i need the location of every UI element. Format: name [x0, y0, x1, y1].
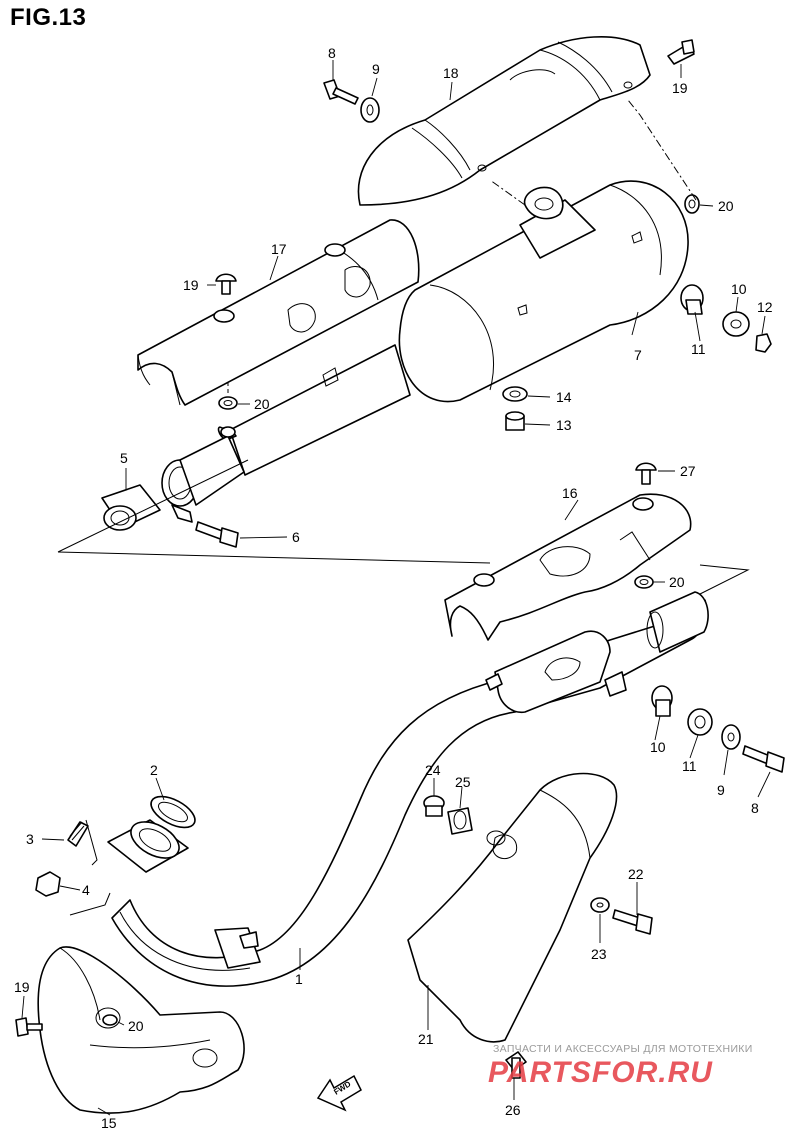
pipe-clamp[interactable]	[161, 426, 245, 523]
callout-12: 12	[757, 299, 773, 315]
heat-shield-17[interactable]	[137, 219, 420, 406]
callout-9-top: 9	[372, 61, 380, 77]
bolt-19-mid[interactable]	[215, 273, 237, 295]
callout-13: 13	[556, 417, 572, 433]
callout-26: 26	[505, 1102, 521, 1118]
fwd-arrow: FWD	[316, 1074, 362, 1112]
callout-20-bottom: 20	[128, 1018, 144, 1034]
callout-11-top: 11	[691, 341, 706, 357]
callout-9-bottom: 9	[717, 782, 725, 798]
washer-9-bottom[interactable]	[721, 724, 741, 750]
collar-11-top[interactable]	[680, 284, 704, 315]
callout-1: 1	[295, 971, 303, 987]
bolt-27[interactable]	[635, 462, 657, 485]
figure-title: FIG.13	[10, 4, 87, 31]
callout-5: 5	[120, 450, 128, 466]
watermark-caption: ЗАПЧАСТИ И АКСЕССУАРЫ ДЛЯ МОТОТЕХНИКИ	[493, 1043, 753, 1055]
callout-18: 18	[443, 65, 459, 81]
heat-shield-15[interactable]	[37, 946, 245, 1114]
nut-12[interactable]	[755, 333, 772, 353]
heat-shield-16[interactable]	[444, 493, 692, 641]
callout-3: 3	[26, 831, 34, 847]
callout-15: 15	[101, 1115, 117, 1131]
bolt-8-bottom[interactable]	[742, 745, 785, 773]
callout-11-bottom: 11	[682, 758, 697, 774]
washer-9-top[interactable]	[360, 97, 380, 123]
bolt-19-top[interactable]	[667, 39, 695, 65]
damper-10-top[interactable]	[722, 311, 750, 337]
callout-24: 24	[425, 762, 441, 778]
muffler-7[interactable]	[217, 180, 689, 476]
heat-shield-21[interactable]	[407, 772, 618, 1043]
bolt-26[interactable]	[505, 1051, 527, 1079]
exhaust-pipe-1[interactable]	[111, 591, 709, 987]
grommet-20-left[interactable]	[218, 396, 238, 410]
flange[interactable]	[107, 815, 189, 873]
bolt-22[interactable]	[612, 909, 653, 935]
callout-4: 4	[82, 882, 90, 898]
bolt-6[interactable]	[195, 521, 239, 548]
callout-20-right: 20	[669, 574, 685, 590]
gasket-2[interactable]	[146, 790, 200, 834]
bolt-8-top[interactable]	[323, 79, 359, 105]
callout-10-bottom: 10	[650, 739, 666, 755]
callout-19-mid: 19	[183, 277, 199, 293]
bolt-19-bottom[interactable]	[15, 1017, 43, 1037]
callout-27: 27	[680, 463, 696, 479]
heat-shield-18[interactable]	[357, 36, 651, 206]
callout-16: 16	[562, 485, 578, 501]
callout-23: 23	[591, 946, 607, 962]
callout-10-top: 10	[731, 281, 747, 297]
callout-25: 25	[455, 774, 471, 790]
callout-6: 6	[292, 529, 300, 545]
damper-11-bottom[interactable]	[687, 708, 713, 736]
callout-19-top: 19	[672, 80, 688, 96]
washer-23[interactable]	[590, 897, 610, 913]
callout-8-bottom: 8	[751, 800, 759, 816]
callout-19-bottom: 19	[14, 979, 30, 995]
alignment-lines	[57, 99, 750, 916]
grommet-20-bottom[interactable]	[102, 1014, 118, 1026]
callout-20-left: 20	[254, 396, 270, 412]
leader-lines	[21, 60, 771, 1116]
grommet-25[interactable]	[447, 807, 473, 835]
callout-22: 22	[628, 866, 644, 882]
callout-20-top: 20	[718, 198, 734, 214]
callout-labels: 8 9 18 19 20 17 19 20 10 12 11 7 14 13 5…	[14, 45, 773, 1131]
plug-13[interactable]	[505, 411, 525, 431]
grommet-20-right[interactable]	[634, 575, 654, 589]
callout-2: 2	[150, 762, 158, 778]
nut-4[interactable]	[35, 871, 61, 897]
callout-17: 17	[271, 241, 287, 257]
washer-14[interactable]	[502, 386, 528, 402]
watermark-brand: PARTSFOR.RU	[488, 1056, 713, 1089]
collar-10-bottom[interactable]	[651, 685, 673, 717]
bushing-5[interactable]	[101, 484, 161, 531]
callout-21: 21	[418, 1031, 434, 1047]
stud-3[interactable]	[67, 821, 89, 847]
callout-14: 14	[556, 389, 572, 405]
callout-7: 7	[634, 347, 642, 363]
grommet-20-top[interactable]	[684, 194, 700, 214]
callout-8-top: 8	[328, 45, 336, 61]
collar-24[interactable]	[423, 795, 445, 817]
